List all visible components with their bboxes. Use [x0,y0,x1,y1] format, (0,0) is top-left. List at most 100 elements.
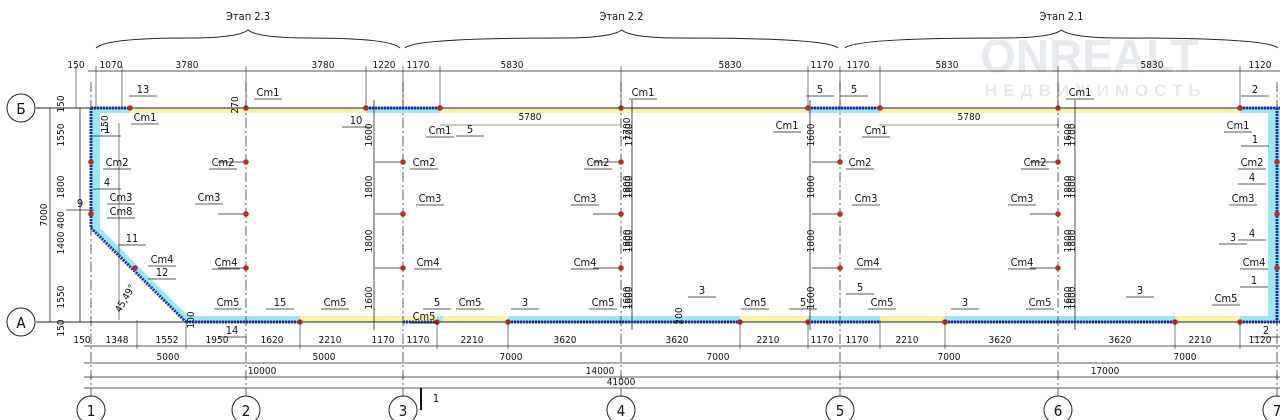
column-dim: 1800 [1067,175,1078,198]
inner-dim: 5780 [958,112,981,123]
callout-label: Cm2 [413,156,436,169]
callout-label: Cm5 [592,296,615,309]
stage-label: Этап 2.2 [599,10,643,23]
top-dim: 3780 [312,60,335,71]
beam-fill-top [880,108,1240,113]
stage-dim: 17000 [1091,366,1120,377]
column-dim: 1600 [1067,286,1078,309]
span-dim: 7000 [938,352,961,363]
left-part-dim-text: 400 [56,211,67,228]
beam-fill-bottom [1240,316,1280,322]
left-part-dim-text: 1550 [56,285,67,308]
callout-label: Cm2 [106,156,129,169]
callout-label: 3 [1230,231,1236,244]
column-dim: 1800 [1067,229,1078,252]
drawing-lines [6,29,1280,420]
column-node [400,211,406,217]
span-dim: 5000 [313,352,336,363]
span-dim: 7000 [500,352,523,363]
callout-label: 1 [1251,274,1257,287]
callout-label: 12 [156,266,169,279]
callout-label: 3 [962,296,968,309]
callout-label: 3 [699,284,705,297]
top-dim: 5830 [1141,60,1164,71]
axis-bubble [231,395,261,420]
column-node [837,211,843,217]
callout-label: Cm1 [776,119,799,132]
stage-dim: 10000 [248,366,277,377]
callout-label: Cm2 [1241,156,1264,169]
callout-label: 3 [522,296,528,309]
callout-label: 5 [817,83,823,96]
callout-label: 5 [434,296,440,309]
wall-beam-diagonal [89,226,188,324]
callout-label: Cm4 [857,256,880,269]
callout-label: Cm1 [865,124,888,137]
beam-fill-top [130,108,366,113]
column-dim: 1800 [624,175,635,198]
left-part-dim-text: 150 [56,95,67,112]
column-node [1055,265,1061,271]
left-total-dim-text: 7000 [39,203,50,226]
axis-bubble [76,395,106,420]
callout-label: Cm1 [1227,119,1250,132]
beam-fill-bottom [300,316,437,322]
bottom-dim: 1170 [407,335,430,346]
inner-dim: 5780 [519,112,542,123]
bottom-dim: 1170 [372,335,395,346]
callout-label: 10 [350,114,363,127]
left-part-dim-text: 1800 [56,175,67,198]
node [1274,159,1280,165]
beam-fill-top [440,108,808,113]
beam-fill-bottom [740,316,808,322]
axis-label: 5 [836,402,845,420]
column-node [400,159,406,165]
column-node [618,159,624,165]
callout-label: Cm5 [744,296,767,309]
bottom-dim: 2210 [319,335,342,346]
column-dim: 1800 [622,229,633,252]
axis-bubble [388,395,418,420]
callout-label: Cm1 [429,124,452,137]
callout-label: Cm3 [855,192,878,205]
column-dim: 1600 [1063,286,1074,309]
callout-label: 3 [1137,284,1143,297]
callout-label: Cm8 [110,205,133,218]
angle-label: 45,49° [114,283,139,315]
bottom-dim: 1120 [1249,335,1272,346]
bottom-dim: 1950 [206,335,229,346]
bottom-dim: 2210 [896,335,919,346]
wall-fill [91,108,194,322]
callout-label: Cm3 [1232,192,1255,205]
axis-label: 2 [242,402,251,420]
callout-label: Cm4 [1011,256,1034,269]
callout-label: Cm1 [134,111,157,124]
callout-label: 4 [1249,227,1255,240]
row-bubble [6,307,36,337]
beam-fill-top [91,108,130,113]
callout-label: 2 [1263,324,1269,337]
node [1274,211,1280,217]
bottom-dim: 3620 [666,335,689,346]
top-dim: 5830 [501,60,524,71]
column-dim: 1800 [806,175,817,198]
node [88,159,94,165]
column-dim: 150 [100,115,111,132]
column-node [618,265,624,271]
bottom-dim: 2210 [757,335,780,346]
column-dim: 1800 [364,175,375,198]
beam-fill-bottom [945,316,1175,322]
bottom-dim: 1552 [156,335,179,346]
callout-label: Cm5 [871,296,894,309]
bottom-dim: 2210 [1189,335,1212,346]
column-node [243,265,249,271]
column-dim: 270 [230,96,241,113]
callout-label: 11 [126,232,139,245]
axis-bubble [606,395,636,420]
beam-fill-bottom [1175,316,1240,322]
callout-label: Cm4 [417,256,440,269]
callout-label: Cm5 [217,296,240,309]
watermark-tagline: НЕДВИЖИМОСТЬ [985,81,1207,100]
callout-label: Cm2 [587,156,610,169]
